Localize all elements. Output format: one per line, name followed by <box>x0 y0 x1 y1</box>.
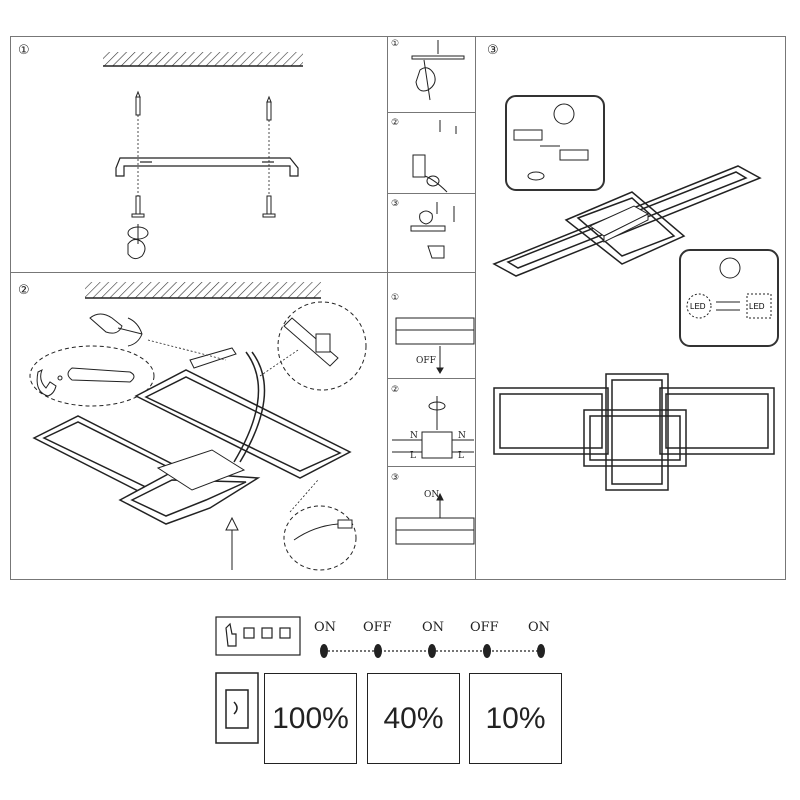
driver-3d <box>589 205 650 243</box>
led-detail-parts <box>686 257 772 319</box>
top-screwdriver-hand <box>89 313 143 347</box>
led-right-label: LED <box>749 302 765 311</box>
step1-guide-lines <box>137 115 270 196</box>
led-left-label: LED <box>690 302 706 311</box>
up-arrow <box>225 516 239 570</box>
wiring-n-right: N <box>458 431 466 441</box>
substep-b1-terminal <box>395 317 475 345</box>
substep-b3-terminal <box>395 517 475 545</box>
wiring-on-label: ON <box>424 490 440 500</box>
switch-state-2: OFF <box>363 620 392 635</box>
frame-3d-outer <box>492 165 762 277</box>
step1-anchors <box>135 90 272 121</box>
frame-3d-center <box>564 191 686 265</box>
frame-front-view <box>493 373 775 491</box>
brightness-100: 100% <box>264 673 357 764</box>
substep-b2-screwdriver <box>428 396 446 430</box>
divider-mid-1 <box>387 112 475 113</box>
wall-switch-icon <box>215 672 259 744</box>
mounting-bracket <box>115 157 299 177</box>
substep-a1-drawing <box>411 40 465 101</box>
switch-state-4: OFF <box>470 620 499 635</box>
connector-detail <box>277 301 367 391</box>
tool-detail-parts <box>513 103 589 181</box>
wiring-n-left: N <box>410 431 418 441</box>
wiring-off-label: OFF <box>416 356 436 366</box>
switch-icon-panel <box>215 616 301 656</box>
wiring-l-right: L <box>458 451 464 461</box>
switch-state-5: ON <box>528 620 551 635</box>
divider-mid-2 <box>387 193 475 194</box>
substep-a3-number: ③ <box>391 199 400 209</box>
tool-detail-box <box>505 95 605 191</box>
instruction-frame <box>10 36 786 580</box>
switch-sequence-dots <box>320 644 545 658</box>
wiring-l-left: L <box>410 451 416 461</box>
brightness-40: 40% <box>367 673 460 764</box>
divider-horizontal-left <box>10 272 475 273</box>
substep-b1-arrow <box>436 346 444 374</box>
substep-b3-number: ③ <box>391 473 400 483</box>
substep-a2-drawing <box>412 120 457 193</box>
substep-a1-number: ① <box>391 39 400 49</box>
divider-vertical-1 <box>387 36 388 580</box>
divider-mid-3 <box>387 378 475 379</box>
substep-a3-drawing <box>410 202 455 259</box>
plug-detail <box>283 505 357 571</box>
switch-state-1: ON <box>314 620 337 635</box>
substep-a2-number: ② <box>391 118 400 128</box>
lamp-frame-top <box>134 369 352 479</box>
step2-guide-lines <box>147 339 319 513</box>
switch-state-3: ON <box>422 620 445 635</box>
substep-b1-number: ① <box>391 293 400 303</box>
step1-screwdriver-hand <box>127 224 149 260</box>
divider-mid-4 <box>387 466 475 467</box>
substep-b2-number: ② <box>391 385 400 395</box>
step-1-number: ① <box>18 43 30 58</box>
driver-box <box>156 347 246 491</box>
substep-b2-terminal <box>392 431 474 459</box>
step1-ceiling <box>103 52 303 67</box>
substep-b3-arrow <box>436 492 444 518</box>
step-3-number: ③ <box>487 43 499 58</box>
step-2-number: ② <box>18 283 30 298</box>
wire-arc <box>233 351 266 463</box>
step2-ceiling <box>85 282 321 299</box>
wrench-detail <box>29 345 155 407</box>
brightness-10: 10% <box>469 673 562 764</box>
divider-vertical-2 <box>475 36 476 580</box>
step1-screws <box>131 195 276 218</box>
led-detail-box <box>679 249 779 347</box>
lamp-frame-center <box>118 471 261 525</box>
